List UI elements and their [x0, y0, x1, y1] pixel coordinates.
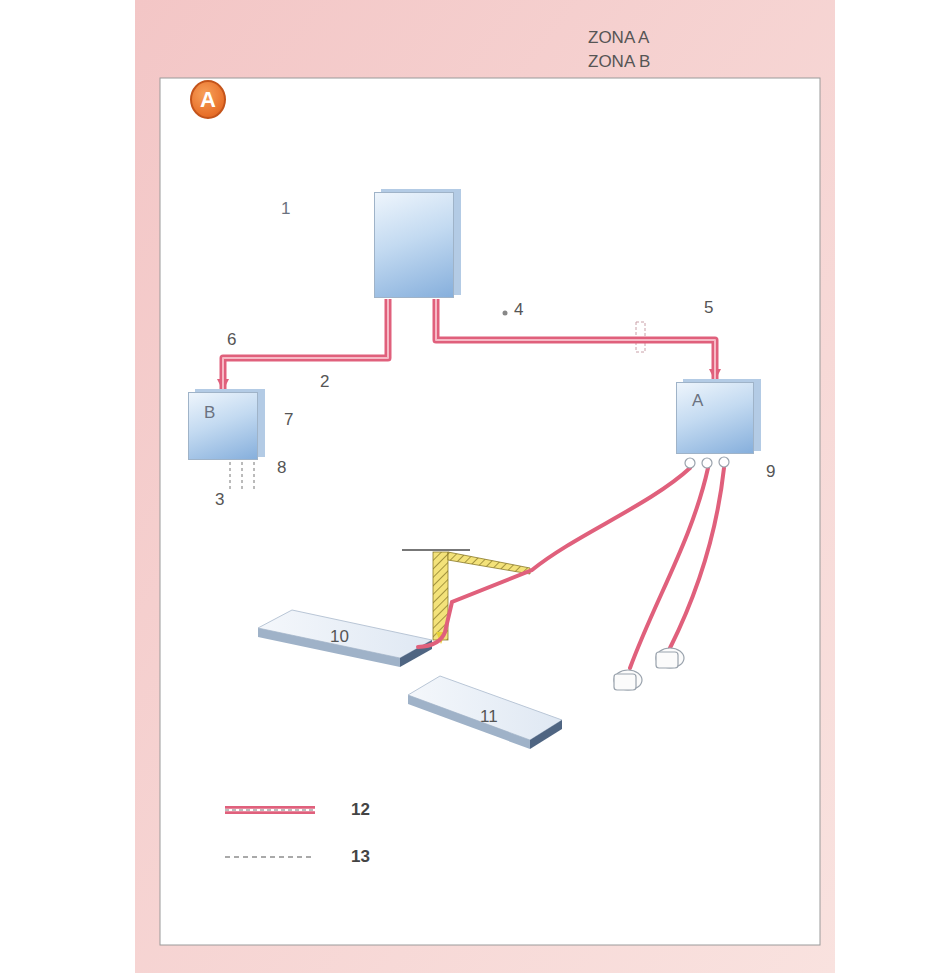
main-panel: 1 — [374, 192, 454, 298]
section-badge: A — [190, 80, 226, 119]
pipe-line — [436, 299, 715, 381]
panel-letter: A — [200, 87, 216, 113]
connector-gland — [685, 457, 729, 468]
legend-sample — [225, 800, 315, 820]
panel-letter: A — [692, 391, 703, 411]
callout-number: 4 — [514, 300, 523, 320]
zone-label: ZONA B — [588, 52, 650, 72]
cable — [418, 468, 724, 668]
callout-number: 9 — [766, 462, 775, 482]
legend-number: 13 — [351, 847, 370, 867]
pipe-sample — [225, 806, 315, 814]
legend-sample — [225, 847, 315, 867]
dashed-sample — [225, 856, 315, 857]
pipe-sample — [225, 809, 315, 812]
callout-number: 2 — [320, 372, 329, 392]
floor-slab — [408, 676, 562, 749]
floor-slab — [258, 610, 432, 667]
device — [614, 648, 684, 690]
legend-row: 13 — [225, 847, 370, 867]
sub-panel: A — [676, 382, 754, 454]
callout-number: 5 — [704, 298, 713, 318]
callout-number: 6 — [227, 330, 236, 350]
legend-number: 12 — [351, 800, 370, 820]
pipe-connector — [436, 299, 715, 381]
callout-number: 11 — [480, 707, 498, 727]
pipe-line — [223, 299, 388, 391]
callout-number: 3 — [215, 490, 224, 510]
inner-panel — [160, 78, 820, 945]
callout-number: 10 — [330, 627, 349, 647]
legend-row: 12 — [225, 800, 370, 820]
dot — [503, 311, 508, 316]
callout-number: 7 — [284, 410, 293, 430]
pipe-line — [436, 299, 715, 381]
pipe-sample — [225, 810, 315, 811]
callout-number: 1 — [281, 199, 290, 219]
background-band — [135, 0, 835, 973]
zone-label: ZONA A — [588, 28, 649, 48]
panel-legs — [230, 462, 254, 490]
panel-letter: B — [204, 403, 215, 423]
sub-panel: B — [188, 392, 258, 460]
callout-number: 8 — [277, 458, 286, 478]
pipe-connector — [223, 299, 388, 391]
pipe-line — [223, 299, 388, 391]
